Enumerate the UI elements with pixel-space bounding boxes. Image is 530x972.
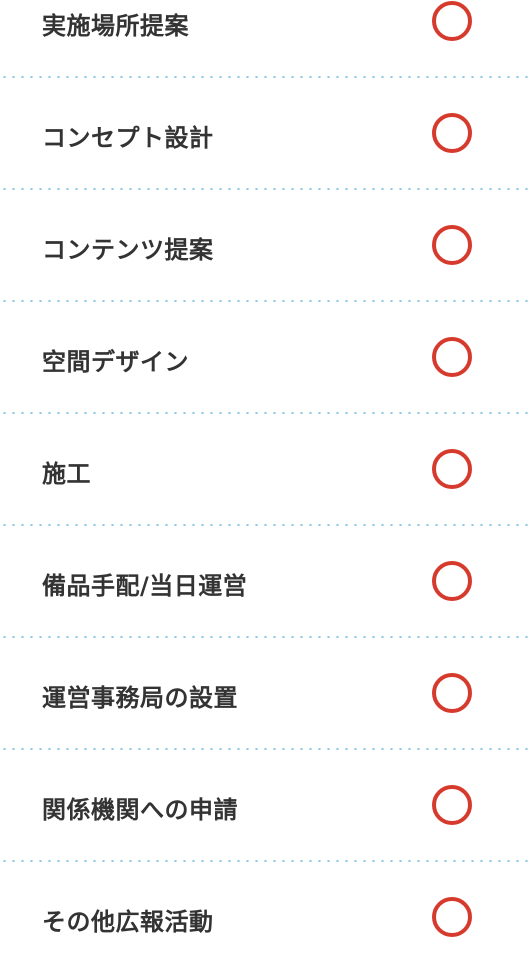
list-item: 関係機関への申請: [0, 750, 530, 860]
item-label: コンテンツ提案: [42, 236, 214, 264]
dotted-divider: [0, 188, 530, 190]
circle-mark-icon: [432, 1, 472, 41]
dotted-divider: [0, 748, 530, 750]
list-item: 施工: [0, 414, 530, 524]
dotted-divider: [0, 412, 530, 414]
circle-mark-icon: [432, 449, 472, 489]
dotted-divider: [0, 636, 530, 638]
list-item: コンテンツ提案: [0, 190, 530, 300]
circle-mark-icon: [432, 897, 472, 937]
list-item: 備品手配/当日運営: [0, 526, 530, 636]
item-label: コンセプト設計: [42, 124, 214, 152]
list-item: 運営事務局の設置: [0, 638, 530, 748]
circle-mark-icon: [432, 113, 472, 153]
list-item: その他広報活動: [0, 862, 530, 972]
list-item: 実施場所提案: [0, 0, 530, 76]
item-label: その他広報活動: [42, 908, 214, 936]
item-label: 備品手配/当日運営: [42, 572, 248, 600]
list-item: コンセプト設計: [0, 78, 530, 188]
list-item: 空間デザイン: [0, 302, 530, 412]
item-label: 空間デザイン: [42, 348, 189, 376]
dotted-divider: [0, 524, 530, 526]
item-label: 関係機関への申請: [42, 796, 238, 824]
dotted-divider: [0, 860, 530, 862]
dotted-divider: [0, 76, 530, 78]
circle-mark-icon: [432, 673, 472, 713]
item-label: 実施場所提案: [42, 12, 189, 40]
circle-mark-icon: [432, 561, 472, 601]
item-label: 運営事務局の設置: [42, 684, 238, 712]
item-label: 施工: [42, 460, 91, 488]
circle-mark-icon: [432, 785, 472, 825]
circle-mark-icon: [432, 225, 472, 265]
dotted-divider: [0, 300, 530, 302]
circle-mark-icon: [432, 337, 472, 377]
